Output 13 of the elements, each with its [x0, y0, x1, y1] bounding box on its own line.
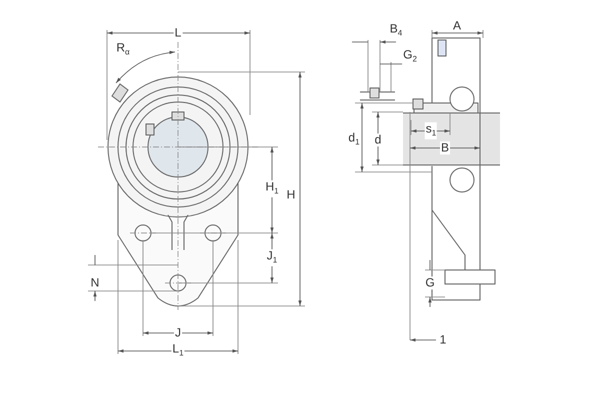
- dimension-label: N: [90, 276, 100, 290]
- dimension-label: J$_{1}$: [266, 249, 278, 267]
- dimension-label: G: [424, 276, 436, 290]
- dimension-label: s$_{1}$: [424, 122, 438, 140]
- dimension-label: L: [174, 26, 182, 40]
- dimension-label: J: [174, 326, 182, 340]
- dimension-label: G$_{2}$: [402, 48, 418, 66]
- dimension-label: B: [440, 142, 450, 154]
- callout-number: 1: [438, 334, 448, 346]
- dimension-label: H: [286, 188, 296, 202]
- dimension-label: H$_{1}$: [264, 180, 280, 198]
- dimension-label: A: [452, 20, 462, 32]
- dimension-label: d: [374, 134, 382, 146]
